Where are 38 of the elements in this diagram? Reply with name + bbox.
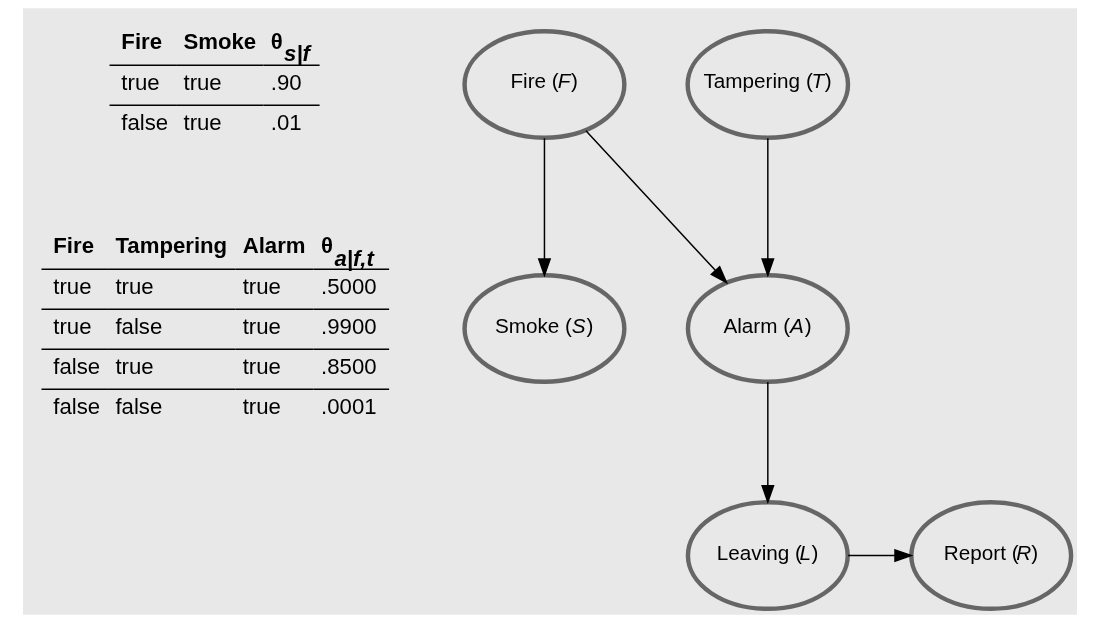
label: .0001 <box>321 394 377 420</box>
node-ellipse: Alarm (A) <box>685 273 850 384</box>
label: true <box>121 70 160 96</box>
label: true <box>183 110 222 136</box>
arrow <box>585 129 729 285</box>
label: true <box>242 394 281 420</box>
node-ellipse: Report (R) <box>909 500 1074 612</box>
node-ellipse: Fire (F) <box>462 28 627 140</box>
arrow <box>761 381 775 505</box>
label: Fire <box>53 233 94 259</box>
label: true <box>53 274 92 300</box>
node-ellipse: Tampering (T) <box>685 28 851 140</box>
arrow <box>761 137 775 278</box>
label: .90 <box>270 70 302 96</box>
node-ellipse: Leaving (L) <box>685 500 850 612</box>
label: true <box>115 354 154 380</box>
label: .9900 <box>321 314 377 340</box>
label: true <box>53 314 92 340</box>
label: true <box>183 70 222 96</box>
label: Smoke <box>183 28 257 54</box>
arrow <box>847 548 914 563</box>
label: true <box>242 314 281 340</box>
label: true <box>115 274 154 300</box>
label: .5000 <box>321 274 377 300</box>
label: Alarm <box>242 233 306 259</box>
arrow <box>537 137 552 278</box>
label: true <box>242 354 281 380</box>
label: false <box>115 314 163 340</box>
label: false <box>121 110 169 136</box>
label: false <box>115 394 163 420</box>
label: Fire <box>121 28 163 54</box>
label: true <box>242 274 281 300</box>
label: Tampering <box>115 233 228 259</box>
label: false <box>53 354 101 380</box>
label: false <box>53 394 101 420</box>
label: .8500 <box>321 354 377 380</box>
node-ellipse: Smoke (S) <box>462 273 627 384</box>
label: .01 <box>270 110 302 136</box>
